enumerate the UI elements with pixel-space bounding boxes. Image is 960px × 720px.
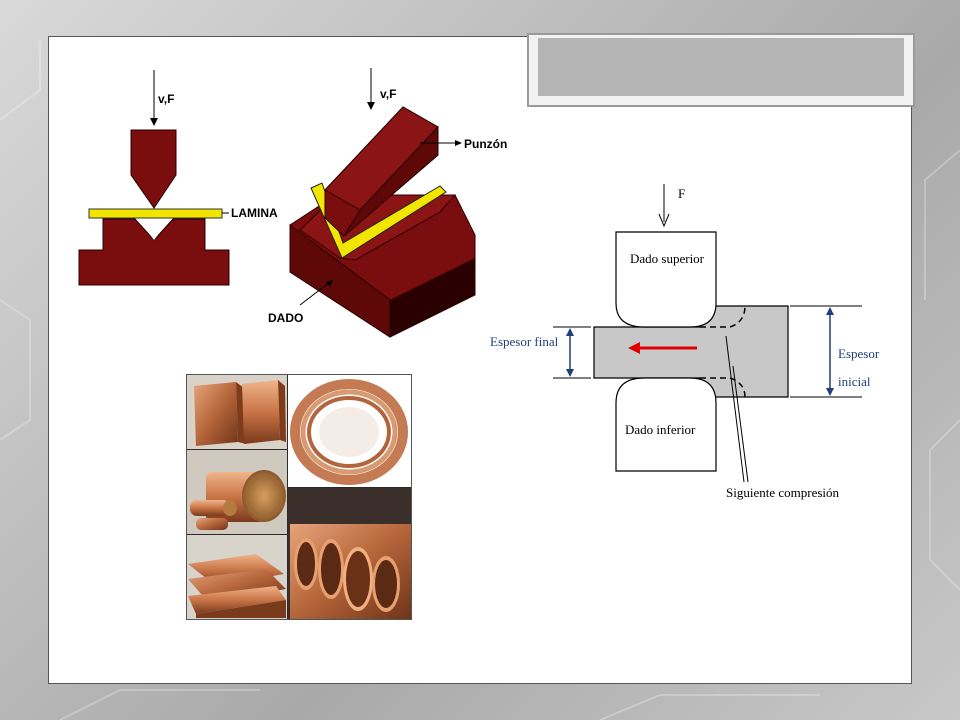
- photo-copper-bars: [187, 375, 287, 449]
- lower-die-label: Dado inferior: [625, 422, 696, 437]
- next-compression-label: Siguiente compresión: [726, 485, 840, 500]
- die-2d-cavity: [138, 219, 170, 240]
- photo-copper-pipes: [288, 488, 411, 619]
- sheet-label: LAMINA: [231, 206, 278, 220]
- force-label-compression: F: [678, 186, 685, 201]
- force-arrowhead-right: [367, 102, 375, 110]
- force-arrowhead-compression: [658, 213, 670, 228]
- next-compression-upper: [700, 305, 746, 328]
- title-placeholder-fill: [538, 38, 904, 96]
- photo-copper-rods: [187, 450, 287, 534]
- initial-thickness-arrow-bottom: [826, 388, 834, 396]
- leader-line-lower: [732, 365, 749, 483]
- punch-label: Punzón: [464, 137, 507, 151]
- punch-pointer-head: [455, 140, 462, 146]
- compression-diagram: F Dado superior Dado inferior Espesor fi…: [490, 184, 880, 500]
- upper-die: [615, 231, 717, 328]
- workpiece-transition: [700, 306, 716, 397]
- die-2d: [78, 218, 230, 286]
- final-thickness-arrow-top: [566, 328, 574, 336]
- punch-2d: [130, 129, 177, 209]
- sheet-2d: [88, 208, 223, 219]
- punch-3d-side: [343, 125, 439, 237]
- die-pointer: [299, 281, 331, 306]
- initial-thickness-label-1: Espesor: [838, 346, 880, 361]
- die-pointer-head: [326, 280, 333, 287]
- upper-die-label: Dado superior: [630, 251, 705, 266]
- initial-thickness-arrow-top: [826, 307, 834, 315]
- press-2d: v,F LAMINA: [78, 70, 278, 286]
- initial-thickness-label-2: inicial: [838, 374, 871, 389]
- die-label: DADO: [268, 311, 303, 325]
- press-3d: v,F Punzón DADO: [268, 68, 507, 338]
- die-3d-shadow: [390, 258, 475, 337]
- die-3d-front: [289, 224, 391, 338]
- force-label-left: v,F: [158, 92, 174, 106]
- next-compression-lower: [700, 377, 746, 398]
- force-label-right: v,F: [380, 87, 396, 101]
- photo-copper-coil: [288, 375, 411, 487]
- title-placeholder[interactable]: [527, 33, 915, 107]
- flow-arrowhead: [628, 342, 640, 354]
- final-thickness-label: Espesor final: [490, 334, 559, 349]
- photo-copper-flat-bars: [187, 535, 287, 619]
- force-arrowhead-left: [150, 118, 158, 126]
- leader-line-upper: [725, 335, 745, 483]
- copper-products-photo: [186, 374, 412, 620]
- final-thickness-arrow-bottom: [566, 369, 574, 377]
- lower-die: [615, 377, 717, 472]
